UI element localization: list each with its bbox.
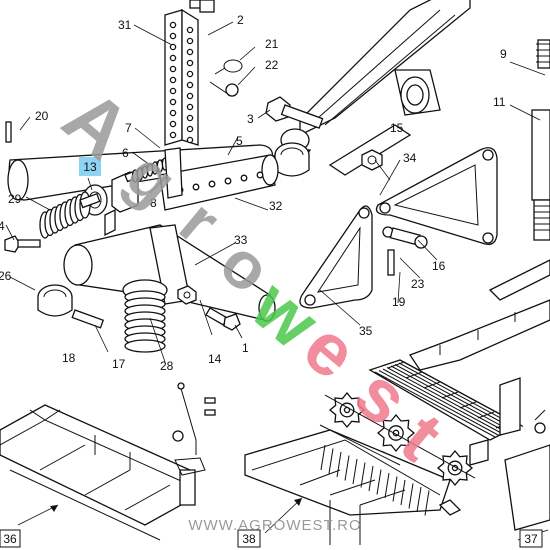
- perforated-plate-31: [164, 0, 203, 146]
- nut-15: [361, 149, 383, 171]
- pin-18: [71, 309, 105, 329]
- callout-labels: 13 1234567891114151617181920212223262829…: [0, 13, 507, 373]
- spring-rod: [124, 147, 183, 199]
- bolt-4: [4, 235, 41, 253]
- bolt-1: [205, 307, 241, 331]
- leader-lines: [5, 21, 546, 363]
- bushing: [274, 142, 310, 177]
- pin-16: [382, 226, 428, 249]
- small-bolt-2: [199, 0, 215, 13]
- frame-36: [0, 404, 196, 541]
- callout-18: 18: [62, 351, 76, 365]
- pin-21: [214, 59, 243, 75]
- lynch-pin-22: [209, 81, 239, 97]
- callout-28: 28: [160, 359, 174, 373]
- ring-26: [37, 284, 73, 317]
- callout-6: 6: [122, 146, 129, 160]
- callout-1: 1: [242, 341, 249, 355]
- sub-assembly-38: 38: [242, 532, 256, 546]
- callout-14: 14: [208, 352, 222, 366]
- callout-20: 20: [35, 109, 49, 123]
- spring-29: [39, 191, 101, 239]
- callout-29: 29: [8, 192, 22, 206]
- callout-13: 13: [83, 160, 97, 174]
- link-35: [299, 205, 373, 309]
- turnbuckle-9-11: [531, 39, 550, 241]
- callout-13-highlight: [79, 157, 101, 176]
- callout-16: 16: [432, 259, 446, 273]
- callout-31: 31: [118, 18, 132, 32]
- sub-assembly-36: 36: [3, 532, 17, 546]
- frame-38: [244, 424, 451, 545]
- sub-assembly-37: 37: [524, 532, 538, 546]
- spring-28: [122, 279, 168, 353]
- watermark-url: WWW.AGROWEST.RO: [188, 517, 361, 534]
- callout-34: 34: [403, 151, 417, 165]
- sub-assembly-labels: 36 38 37: [0, 529, 543, 548]
- bracket-small-parts: [172, 382, 216, 476]
- callout-33: 33: [234, 233, 248, 247]
- callout-9: 9: [500, 47, 507, 61]
- callout-32: 32: [269, 199, 283, 213]
- callout-35: 35: [359, 324, 373, 338]
- callout-8: 8: [150, 196, 157, 210]
- pin-20: [5, 121, 12, 143]
- callout-2: 2: [237, 13, 244, 27]
- callout-21: 21: [265, 37, 279, 51]
- callout-23: 23: [411, 277, 425, 291]
- callout-7: 7: [125, 121, 132, 135]
- callout-11: 11: [493, 95, 506, 109]
- frame-37: [409, 259, 550, 531]
- bracket-6: [104, 171, 139, 237]
- nut-14: [177, 285, 197, 305]
- callout-17: 17: [112, 357, 126, 371]
- star-wheels: [324, 391, 476, 487]
- callout-5: 5: [236, 134, 243, 148]
- callout-22: 22: [265, 58, 279, 72]
- pin-23: [387, 249, 395, 276]
- tube-33: [63, 224, 276, 322]
- callout-15: 15: [390, 121, 404, 135]
- callout-19: 19: [392, 295, 406, 309]
- link-34: [375, 147, 498, 246]
- callout-4: 4: [0, 219, 5, 233]
- callout-26: 26: [0, 269, 12, 283]
- bolt-3: [265, 96, 324, 129]
- callout-3: 3: [247, 112, 254, 126]
